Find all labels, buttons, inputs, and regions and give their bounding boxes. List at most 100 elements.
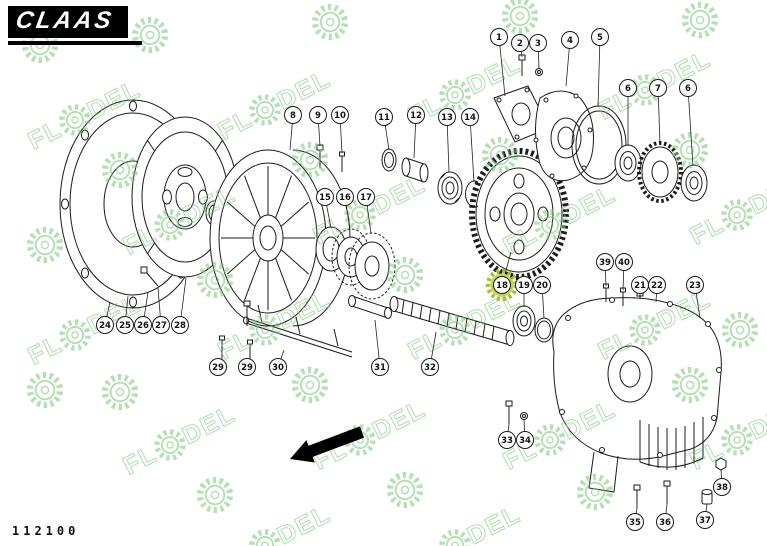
svg-text:23: 23: [689, 281, 701, 291]
part-pressure-plate: [209, 149, 351, 327]
svg-text:19: 19: [518, 281, 530, 291]
callout-11: 11: [375, 108, 393, 151]
svg-text:9: 9: [315, 111, 321, 121]
logo-box: CLAAS: [8, 6, 128, 38]
svg-text:37: 37: [699, 516, 711, 526]
callout-33: 33: [498, 423, 516, 449]
svg-text:FL: FL: [686, 210, 729, 251]
svg-text:22: 22: [651, 281, 663, 291]
callout-7: 7: [649, 79, 667, 144]
callout-8: 8: [284, 106, 302, 151]
svg-text:17: 17: [360, 193, 372, 203]
callout-24: 24: [96, 301, 114, 334]
callout-14: 14: [461, 108, 479, 183]
svg-text:4: 4: [567, 36, 573, 46]
gear-watermark-icon: [101, 151, 139, 189]
callout-34: 34: [516, 419, 534, 449]
callout-16: 16: [336, 188, 354, 231]
gear-watermark-icon: [481, 136, 519, 174]
callout-27: 27: [152, 287, 170, 334]
callout-25: 25: [116, 295, 134, 334]
svg-text:25: 25: [119, 321, 131, 331]
svg-text:29: 29: [212, 363, 224, 373]
callout-31: 31: [371, 319, 389, 376]
svg-text:DEL: DEL: [368, 395, 431, 445]
svg-text:DEL: DEL: [745, 395, 767, 445]
drawing-number: 112100: [12, 524, 80, 538]
svg-text:35: 35: [629, 518, 641, 528]
svg-text:13: 13: [441, 113, 453, 123]
callout-13: 13: [438, 108, 456, 173]
svg-text:6: 6: [625, 84, 631, 94]
svg-text:29: 29: [241, 363, 253, 373]
callout-15: 15: [316, 188, 334, 229]
svg-text:18: 18: [496, 281, 508, 291]
callout-30: 30: [269, 349, 287, 376]
svg-text:3: 3: [535, 39, 541, 49]
svg-text:DEL: DEL: [558, 180, 621, 230]
gear-watermark-icon: [501, 0, 539, 35]
gear-watermark-icon: [681, 1, 719, 39]
part-shaft-bearing: [512, 305, 554, 343]
callout-23: 23: [686, 276, 704, 319]
gear-watermark-icon: [576, 473, 614, 511]
svg-text:27: 27: [155, 321, 167, 331]
svg-text:DEL: DEL: [273, 65, 336, 115]
callout-29: 29: [238, 358, 256, 376]
svg-text:6: 6: [685, 84, 691, 94]
gear-watermark-icon: [101, 373, 139, 411]
svg-text:FL: FL: [119, 440, 162, 481]
svg-text:7: 7: [655, 84, 661, 94]
svg-text:31: 31: [374, 363, 386, 373]
svg-text:38: 38: [716, 483, 728, 493]
svg-text:DEL: DEL: [463, 500, 526, 546]
svg-text:FL: FL: [24, 115, 67, 156]
svg-text:DEL: DEL: [368, 170, 431, 220]
part-input-shaft: [348, 295, 392, 319]
svg-text:30: 30: [272, 363, 284, 373]
callout-20: 20: [533, 276, 551, 319]
svg-text:DEL: DEL: [745, 170, 767, 220]
callout-39: 39: [596, 253, 614, 287]
part-shaft-small-parts: [381, 148, 479, 208]
svg-text:8: 8: [290, 111, 296, 121]
gear-watermark-icon: [291, 141, 329, 179]
callout-22: 22: [648, 276, 666, 303]
callout-28: 28: [171, 277, 189, 334]
gear-watermark-icon: [196, 476, 234, 514]
callout-12: 12: [407, 106, 425, 159]
callout-3: 3: [529, 34, 547, 69]
logo-text: CLAAS: [13, 7, 117, 34]
callout-40: 40: [615, 253, 633, 291]
callout-19: 19: [515, 276, 533, 307]
callout-36: 36: [656, 503, 674, 531]
gear-watermark-icon: [26, 226, 64, 264]
callout-38: 38: [713, 469, 731, 496]
svg-text:FL: FL: [24, 330, 67, 371]
svg-text:5: 5: [597, 33, 603, 43]
svg-text:24: 24: [99, 321, 111, 331]
direction-arrow: [290, 426, 365, 463]
part-main-gear: [469, 148, 569, 280]
svg-text:2: 2: [517, 39, 523, 49]
callout-29: 29: [209, 357, 227, 376]
svg-text:12: 12: [410, 111, 422, 121]
gear-watermark-icon: [26, 371, 64, 409]
gear-watermark-icon: [311, 3, 349, 41]
callout-4: 4: [561, 31, 579, 87]
callout-1: 1: [490, 28, 508, 97]
svg-text:16: 16: [339, 193, 351, 203]
svg-text:32: 32: [424, 363, 436, 373]
svg-text:33: 33: [501, 436, 513, 446]
svg-text:26: 26: [137, 321, 149, 331]
callout-17: 17: [357, 188, 375, 235]
svg-text:21: 21: [634, 281, 646, 291]
svg-text:40: 40: [618, 258, 630, 268]
